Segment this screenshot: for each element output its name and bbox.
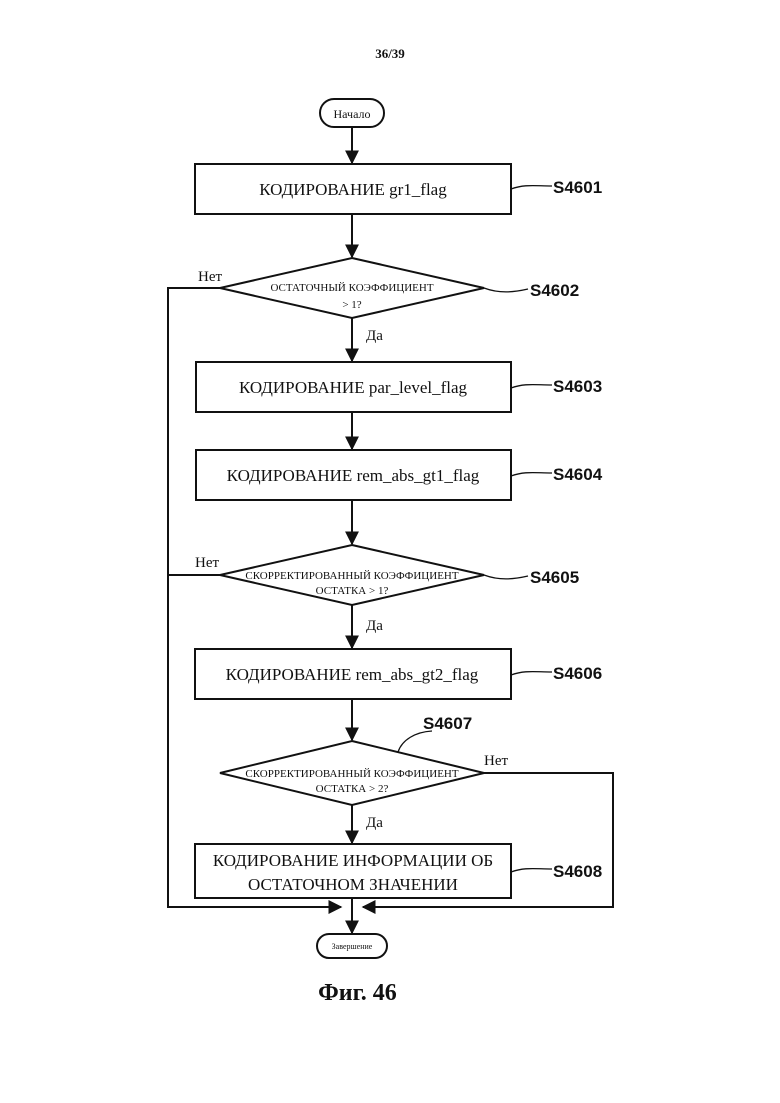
s4601-label: S4601 [553, 178, 602, 197]
process-box-s4606: КОДИРОВАНИЕ rem_abs_gt2_flag [195, 649, 511, 699]
s4607-label: S4607 [423, 714, 472, 733]
s4601-text: КОДИРОВАНИЕ gr1_flag [259, 180, 447, 199]
s4602-line1: ОСТАТОЧНЫЙ КОЭФФИЦИЕНТ [270, 282, 433, 294]
s4604-label: S4604 [553, 465, 603, 484]
s4602-label: S4602 [530, 281, 579, 300]
s4604-leader [511, 473, 552, 476]
decision-s4602: ОСТАТОЧНЫЙ КОЭФФИЦИЕНТ > 1? [220, 258, 484, 318]
s4605-label: S4605 [530, 568, 579, 587]
s4608-line1: КОДИРОВАНИЕ ИНФОРМАЦИИ ОБ [213, 851, 493, 870]
s4605-leader [484, 575, 528, 579]
s4605-yes-label: Да [366, 618, 383, 634]
s4605-line1: СКОРРЕКТИРОВАННЫЙ КОЭФФИЦИЕНТ [245, 570, 458, 582]
process-box-s4603: КОДИРОВАНИЕ par_level_flag [196, 362, 511, 412]
s4606-text: КОДИРОВАНИЕ rem_abs_gt2_flag [226, 665, 479, 684]
s4601-leader [511, 186, 552, 189]
s4602-leader [484, 288, 528, 292]
end-terminal: Завершение [317, 934, 387, 958]
s4602-no-label: Нет [198, 269, 222, 285]
figure-caption: Фиг. 46 [0, 980, 715, 1007]
decision-s4605: СКОРРЕКТИРОВАННЫЙ КОЭФФИЦИЕНТ ОСТАТКА > … [220, 545, 484, 605]
s4608-label: S4608 [553, 862, 602, 881]
s4608-line2: ОСТАТОЧНОМ ЗНАЧЕНИИ [248, 875, 458, 894]
decision-s4607: СКОРРЕКТИРОВАННЫЙ КОЭФФИЦИЕНТ ОСТАТКА > … [220, 741, 484, 805]
s4602-yes-label: Да [366, 328, 383, 344]
s4603-text: КОДИРОВАНИЕ par_level_flag [239, 378, 468, 397]
s4603-label: S4603 [553, 377, 602, 396]
process-box-s4608: КОДИРОВАНИЕ ИНФОРМАЦИИ ОБ ОСТАТОЧНОМ ЗНА… [195, 844, 511, 898]
s4608-leader [511, 869, 552, 872]
s4606-label: S4606 [553, 664, 602, 683]
start-terminal: Начало [320, 99, 384, 127]
s4607-line2: ОСТАТКА > 2? [316, 783, 389, 795]
s4607-leader [398, 731, 432, 752]
s4607-line1: СКОРРЕКТИРОВАННЫЙ КОЭФФИЦИЕНТ [245, 768, 458, 780]
s4607-yes-label: Да [366, 815, 383, 831]
process-box-s4604: КОДИРОВАНИЕ rem_abs_gt1_flag [196, 450, 511, 500]
process-box-s4601: КОДИРОВАНИЕ gr1_flag [195, 164, 511, 214]
s4603-leader [511, 385, 552, 388]
s4605-no-label: Нет [195, 555, 219, 571]
s4607-no-label: Нет [484, 753, 508, 769]
s4605-line2: ОСТАТКА > 1? [316, 585, 389, 597]
s4606-leader [511, 672, 552, 675]
start-label: Начало [334, 107, 371, 121]
s4604-text: КОДИРОВАНИЕ rem_abs_gt1_flag [227, 466, 480, 485]
end-label: Завершение [332, 942, 373, 951]
s4602-line2: > 1? [342, 299, 361, 311]
